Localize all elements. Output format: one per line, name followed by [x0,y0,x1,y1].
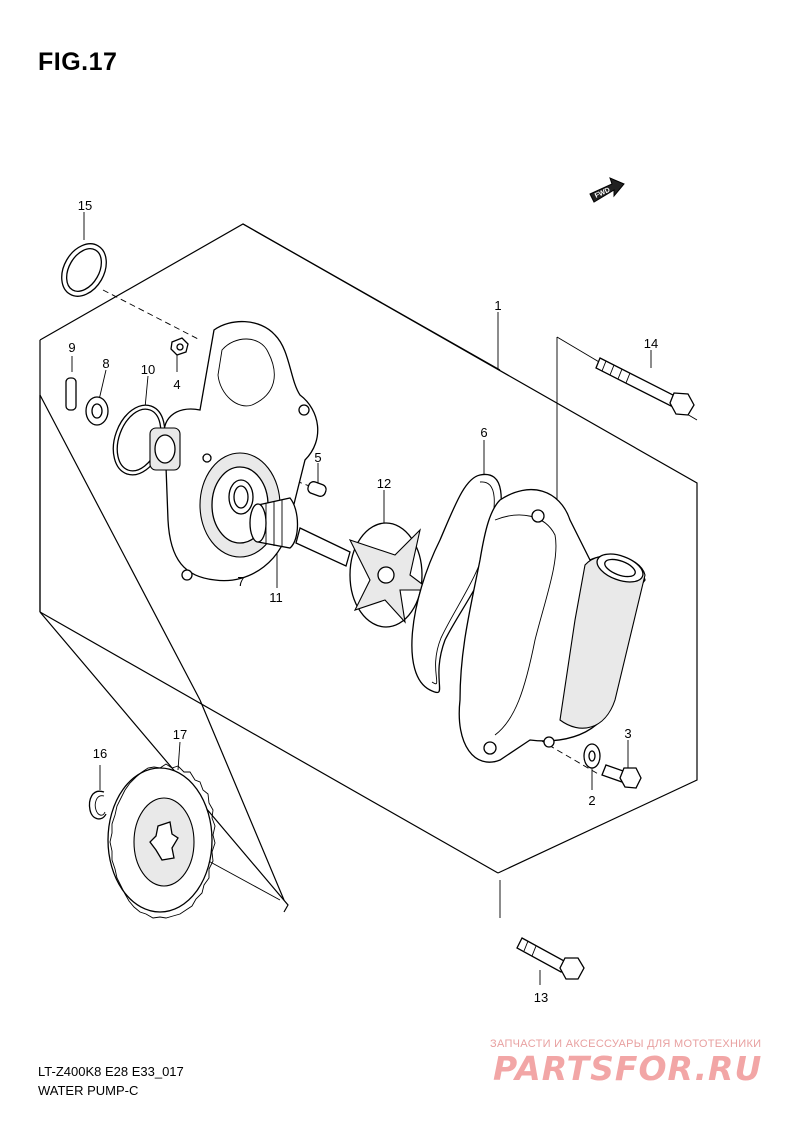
callout-6: 6 [480,425,488,440]
callout-3: 3 [624,726,632,741]
callout-12: 12 [376,476,392,491]
dowel-pin-5[interactable] [306,480,327,497]
bolt-13[interactable] [516,937,585,980]
callout-14: 14 [643,336,659,351]
callout-5: 5 [314,450,322,465]
section-name: WATER PUMP-C [38,1083,139,1098]
circlip-16[interactable] [88,790,107,820]
callout-10: 10 [140,362,156,377]
o-ring-15[interactable] [53,236,116,304]
bolt-14[interactable] [595,357,695,416]
callout-9: 9 [68,340,76,355]
mechanical-seal-11[interactable] [249,497,299,549]
assembly-boundary [39,223,698,913]
callout-2: 2 [588,793,596,808]
callout-15: 15 [77,198,93,213]
callout-17: 17 [172,727,188,742]
gear-17[interactable] [107,763,216,919]
pin-9[interactable] [65,377,77,411]
callout-4: 4 [173,377,181,392]
callout-13: 13 [533,990,549,1005]
impeller-12[interactable] [295,522,432,628]
forward-arrow-icon: FWD [589,177,625,203]
fwd-label: FWD [594,187,611,200]
oil-seal-7[interactable] [228,479,254,515]
callout-1: 1 [494,298,502,313]
callout-11: 11 [269,590,283,605]
callout-16: 16 [92,746,108,761]
bolt-4[interactable] [170,337,189,356]
callout-7: 7 [237,574,245,589]
water-pump-body[interactable] [458,489,646,763]
watermark-tagline: ЗАПЧАСТИ И АКСЕССУАРЫ ДЛЯ МОТОТЕХНИКИ [490,1038,762,1050]
callout-8: 8 [102,356,110,371]
washer-8[interactable] [85,396,109,426]
washer-2[interactable] [583,743,601,769]
watermark-logo: PARTSFOR.RU [493,1049,763,1088]
model-code: LT-Z400K8 E28 E33_017 [38,1064,184,1079]
bolt-3[interactable] [601,764,642,789]
figure-title: FIG.17 [38,48,118,76]
